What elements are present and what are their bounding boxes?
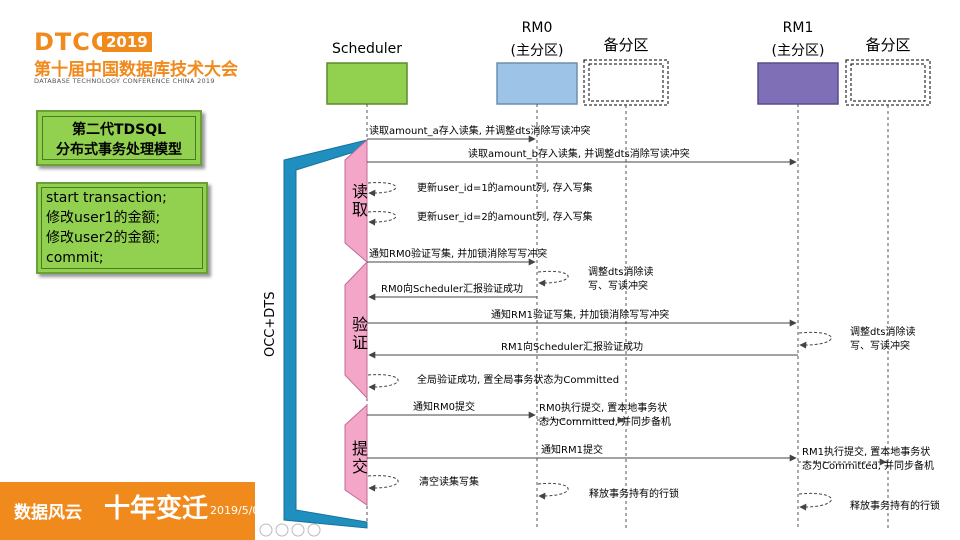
logo-cn-title: 第十届中国数据库技术大会 [34, 60, 238, 80]
msg-rm1-release-locks: 释放事务持有的行锁 [850, 501, 940, 512]
backup0-inner-box [588, 63, 664, 102]
msg-clear-sets: 清空读集写集 [419, 477, 479, 488]
tx-line: 修改user2的金额; [46, 230, 161, 246]
msg-notify-rm1-verify: 通知RM1验证写集, 并加锁消除写写冲突 [491, 310, 670, 321]
msg-notify-rm0-commit: 通知RM0提交 [413, 402, 475, 413]
commit-phase-shape [344, 403, 368, 506]
logo-year: 2019 [102, 32, 152, 52]
footer-mark: 十年变迁 [104, 494, 209, 524]
commit-phase-label: 提交 [349, 440, 368, 476]
title-box-inner: 第二代TDSQL 分布式事务处理模型 [42, 116, 196, 160]
rm0-sublabel: (主分区) [510, 43, 564, 59]
tx-line: start transaction; [46, 190, 167, 206]
backup0-outer-box [583, 59, 669, 106]
msg-rm1-commit-2: 态为Committed, 并同步备机 [802, 461, 935, 472]
slide-nav-controls [259, 523, 321, 537]
verify-phase-shape [344, 260, 368, 400]
tx-line: 修改user1的金额; [46, 210, 161, 226]
msg-notify-rm1-commit: 通知RM1提交 [541, 445, 603, 456]
arrow-m17 [537, 482, 569, 500]
backup1-inner-box [850, 63, 926, 102]
arrow-m11 [367, 374, 399, 391]
occ-dts-label: OCC+DTS [263, 291, 278, 357]
rm0-box [496, 62, 578, 105]
backup0-label: 备分区 [603, 36, 649, 54]
msg-notify-rm0-verify: 通知RM0验证写集, 并加锁消除写写冲突 [369, 249, 548, 260]
conference-logo: DTCC 2019 第十届中国数据库技术大会 DATABASE TECHNOLO… [34, 28, 264, 88]
arrow-m6 [537, 270, 569, 287]
title-line-1: 第二代TDSQL [71, 122, 167, 138]
nav-pen-icon[interactable] [275, 523, 289, 537]
arrow-m16 [367, 475, 399, 492]
footer-slogan: 数据风云 [14, 503, 82, 523]
arrow-m18 [798, 492, 832, 511]
verify-phase-label: 验证 [349, 316, 368, 352]
msg-update-user1: 更新user_id=1的amount列, 存入写集 [417, 183, 593, 194]
read-phase-label: 读取 [349, 183, 368, 219]
backup1-outer-box [845, 59, 931, 106]
read-phase-shape [344, 138, 368, 264]
rm1-box [757, 62, 839, 105]
msg-read-b: 读取amount_b存入读集, 并调整dts消除写读冲突 [468, 149, 690, 160]
backup1-label: 备分区 [865, 36, 911, 54]
arrow-m4 [367, 211, 397, 226]
msg-rm0-commit-2: 态为Committed, 并同步备机 [539, 417, 672, 428]
rm1-label: RM1 [782, 20, 814, 36]
msg-rm0-adjust-dts-2: 写、写读冲突 [588, 281, 648, 292]
footer-banner: 数据风云 十年变迁 2019/5/0 [0, 482, 255, 540]
title-line-2: 分布式事务处理模型 [56, 142, 182, 158]
msg-rm1-adjust-dts-1: 调整dts消除读 [850, 327, 916, 338]
transaction-box: start transaction; 修改user1的金额; 修改user2的金… [36, 182, 208, 274]
scheduler-label: Scheduler [331, 41, 403, 57]
msg-read-a: 读取amount_a存入读集, 并调整dts消除写读冲突 [369, 126, 591, 137]
arrow-m3 [367, 182, 397, 197]
msg-rm0-report: RM0向Scheduler汇报验证成功 [381, 284, 524, 295]
msg-rm0-release-locks: 释放事务持有的行锁 [589, 489, 679, 500]
msg-rm1-report: RM1向Scheduler汇报验证成功 [501, 342, 644, 353]
logo-brand: DTCC [34, 28, 110, 56]
nav-next-icon[interactable] [307, 523, 321, 537]
tx-line: commit; [46, 250, 104, 266]
rm1-sublabel: (主分区) [771, 43, 825, 59]
msg-update-user2: 更新user_id=2的amount列, 存入写集 [417, 212, 593, 223]
rm0-label: RM0 [521, 20, 553, 36]
msg-rm0-commit-1: RM0执行提交, 置本地事务状 [539, 403, 668, 414]
msg-rm1-adjust-dts-2: 写、写读冲突 [850, 341, 910, 352]
msg-rm1-commit-1: RM1执行提交, 置本地事务状 [802, 447, 931, 458]
arrow-m9 [798, 331, 832, 349]
occ-dts-bracket [283, 139, 368, 529]
msg-rm0-adjust-dts-1: 调整dts消除读 [588, 267, 654, 278]
footer-date: 2019/5/0 [210, 504, 255, 517]
slide-title-box: 第二代TDSQL 分布式事务处理模型 [36, 110, 202, 166]
transaction-box-inner: start transaction; 修改user1的金额; 修改user2的金… [41, 187, 203, 269]
nav-zoom-icon[interactable] [291, 523, 305, 537]
logo-en-title: DATABASE TECHNOLOGY CONFERENCE CHINA 201… [34, 77, 215, 85]
scheduler-box [326, 62, 408, 105]
nav-prev-icon[interactable] [259, 523, 273, 537]
msg-global-commit: 全局验证成功, 置全局事务状态为Committed [417, 375, 620, 386]
